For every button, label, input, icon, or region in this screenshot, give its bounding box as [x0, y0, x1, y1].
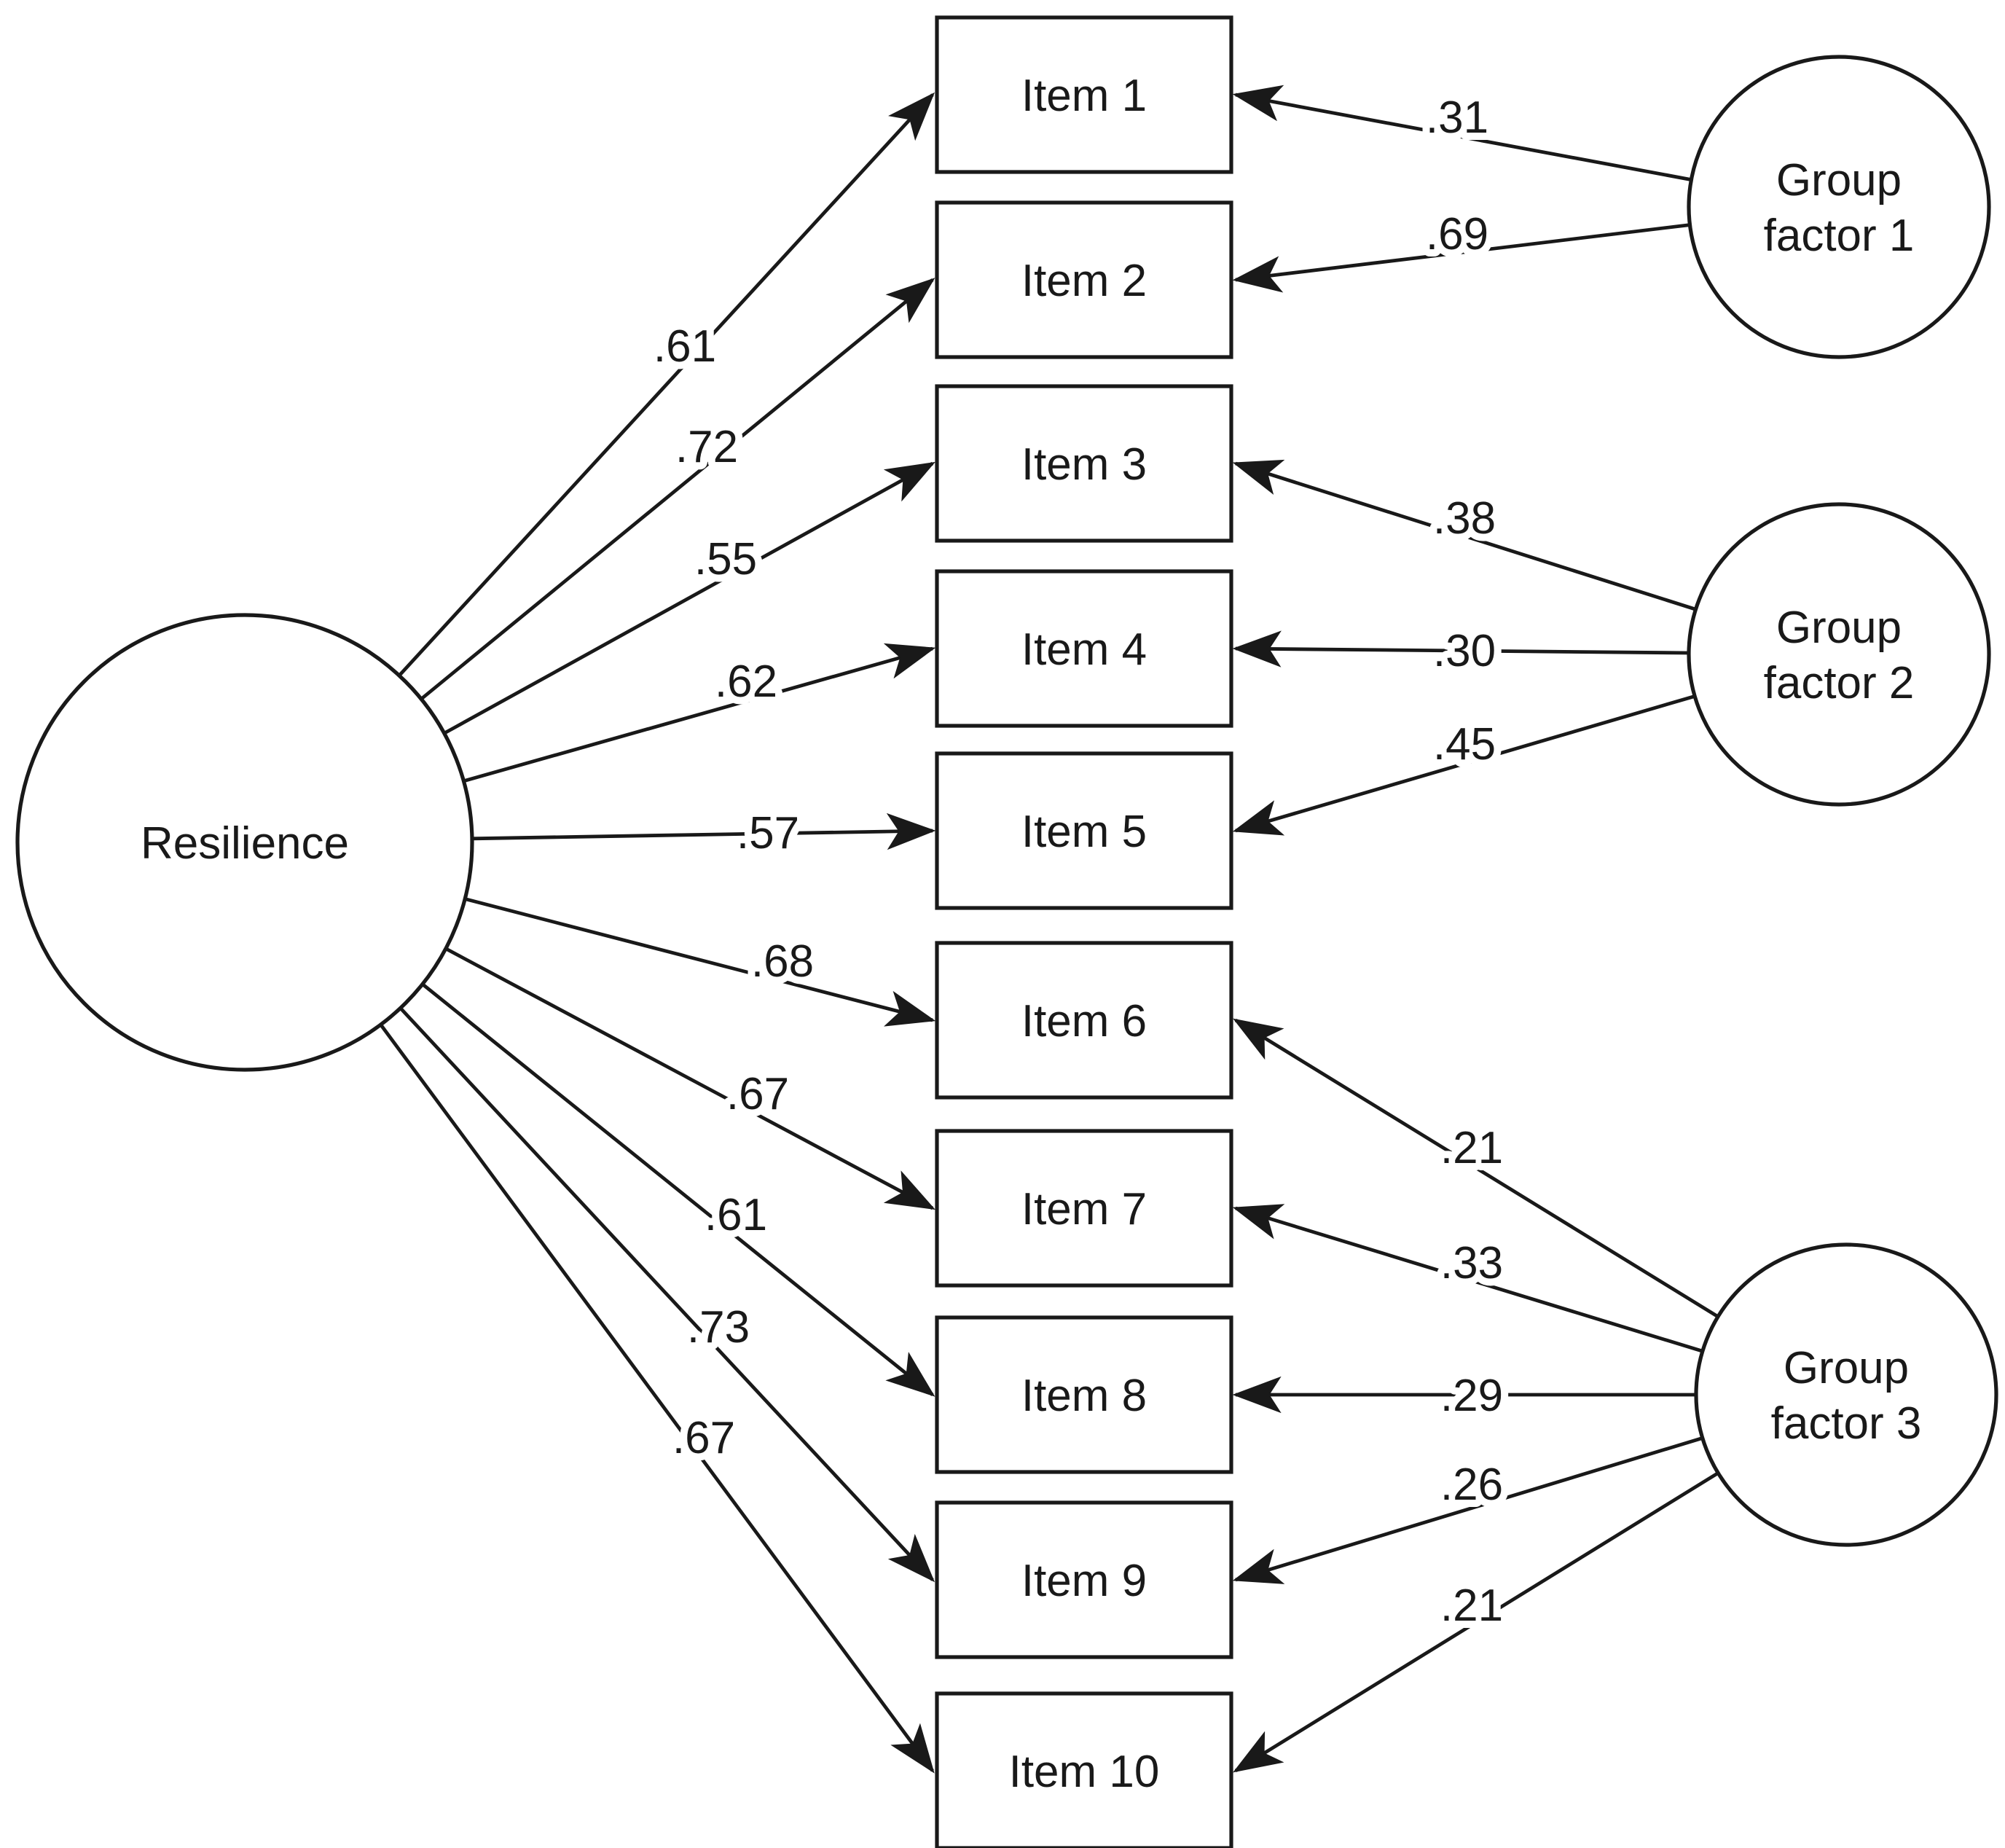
edge-resilience-item4: [463, 643, 936, 783]
item1-box: [935, 15, 1233, 174]
group-factor1-label-line1: Group: [1776, 155, 1902, 205]
loading-gf1-item2: .69: [1426, 209, 1488, 259]
group-factor3-label-line1: Group: [1784, 1343, 1909, 1393]
edge-resilience-item9: [399, 1006, 935, 1583]
loading-resilience-item5: .57: [737, 808, 799, 858]
item10-box: [935, 1691, 1233, 1848]
item6-box: [935, 941, 1233, 1100]
item2-label: Item 2: [1021, 256, 1147, 306]
group-factor2-circle: [1687, 502, 1991, 807]
loading-resilience-item8: .61: [705, 1190, 767, 1240]
resilience-label: Resilience: [141, 818, 349, 869]
edge-resilience-item2: [420, 278, 935, 701]
edge-gf3-item6: [1233, 1018, 1719, 1318]
general-factor-edges: [379, 92, 936, 1774]
edge-gf2-item4: [1232, 630, 1690, 667]
loading-gf3-item9: .26: [1440, 1460, 1503, 1510]
edge-resilience-item10: [379, 1023, 935, 1774]
loading-gf3-item8: .29: [1440, 1371, 1503, 1421]
item-boxes: [935, 15, 1233, 1848]
edge-gf2-item5: [1232, 694, 1695, 836]
item7-box: [935, 1129, 1233, 1288]
loading-resilience-item9: .73: [687, 1302, 750, 1352]
loading-resilience-item4: .62: [715, 657, 777, 707]
edge-gf3-item9: [1232, 1436, 1703, 1584]
loading-resilience-item1: .61: [654, 321, 716, 372]
item8-box: [935, 1315, 1233, 1474]
edge-resilience-item5: [471, 813, 936, 850]
group-factor-edges: [1232, 85, 1719, 1773]
loading-gf1-item1: .31: [1426, 93, 1488, 143]
edge-gf1-item2: [1232, 223, 1690, 293]
edge-gf3-item10: [1233, 1471, 1719, 1773]
loading-gf3-item6: .21: [1440, 1123, 1503, 1173]
loading-gf2-item4: .30: [1433, 626, 1496, 676]
item9-box: [935, 1500, 1233, 1659]
group-factor2-label-line2: factor 2: [1764, 658, 1915, 708]
item4-box: [935, 569, 1233, 728]
item10-label: Item 10: [1009, 1747, 1160, 1797]
loading-resilience-item6: .68: [751, 936, 814, 987]
item1-label: Item 1: [1021, 71, 1147, 121]
item6-label: Item 6: [1021, 996, 1147, 1046]
edge-resilience-item1: [398, 92, 935, 677]
loading-resilience-item7: .67: [726, 1069, 789, 1119]
edge-gf3-item7: [1232, 1204, 1703, 1353]
item3-label: Item 3: [1021, 439, 1147, 490]
group-factor1-circle: [1687, 55, 1991, 359]
resilience-circle: [15, 613, 474, 1072]
general-loading-labels: .61 .72 .55 .62 .57 .68 .67 .61 .73 .67: [646, 314, 821, 1471]
item8-label: Item 8: [1021, 1371, 1147, 1421]
loading-resilience-item2: .72: [675, 422, 738, 472]
item2-box: [935, 200, 1233, 359]
edge-resilience-item3: [443, 461, 935, 735]
item9-label: Item 9: [1021, 1556, 1147, 1606]
loading-gf2-item5: .45: [1433, 719, 1496, 770]
loading-gf3-item7: .33: [1440, 1238, 1503, 1288]
loading-resilience-item3: .55: [694, 534, 757, 584]
group-factor3-label-line2: factor 3: [1771, 1398, 1922, 1449]
edge-resilience-item6: [464, 897, 936, 1027]
item5-box: [935, 751, 1233, 910]
group-factor3-circle: [1694, 1242, 1998, 1547]
item5-label: Item 5: [1021, 807, 1147, 857]
edge-resilience-item7: [444, 947, 935, 1210]
edge-gf2-item3: [1232, 459, 1697, 611]
group-loading-labels: .31 .69 .38 .30 .45 .21 .33 .29 .26 .21: [1419, 85, 1510, 1638]
group-factor1-label-line2: factor 1: [1764, 211, 1915, 261]
group-factor2-label-line1: Group: [1776, 603, 1902, 653]
loading-gf3-item10: .21: [1440, 1581, 1503, 1631]
edge-resilience-item8: [421, 982, 935, 1397]
item4-label: Item 4: [1021, 625, 1147, 675]
item3-box: [935, 384, 1233, 543]
loading-resilience-item10: .67: [672, 1413, 735, 1463]
edge-gf1-item1: [1232, 85, 1692, 181]
loading-gf2-item3: .38: [1433, 493, 1496, 544]
item7-label: Item 7: [1021, 1184, 1147, 1234]
